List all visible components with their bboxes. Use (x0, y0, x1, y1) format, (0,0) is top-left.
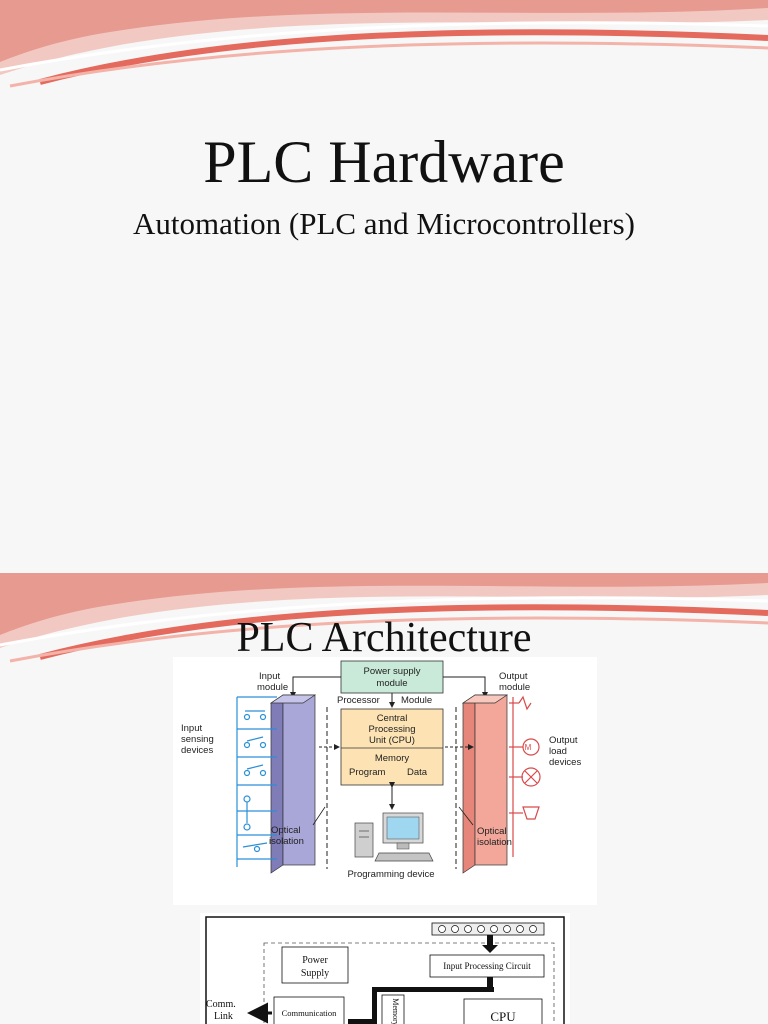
memory-text: Memory (391, 998, 400, 1024)
input-module-label: Input (259, 671, 280, 682)
memory-label: Memory (375, 753, 410, 764)
cpu-label: Processing (369, 724, 416, 735)
optical-isolation-right-label: Optical (477, 826, 507, 837)
comm-link-label: Link (214, 1011, 233, 1022)
slide-subtitle: Automation (PLC and Microcontrollers) (133, 206, 635, 241)
memory-block (381, 994, 405, 1024)
motor-label: M (525, 743, 532, 752)
output-module-label: module (499, 682, 530, 693)
data-label: Data (407, 767, 428, 778)
header-swoosh-decoration (0, 0, 768, 88)
power-supply-text: Power (302, 955, 328, 966)
communication-block (273, 996, 345, 1024)
input-devices-label: sensing (181, 734, 214, 745)
output-devices-icon (509, 695, 541, 857)
output-devices-label: load (549, 746, 567, 757)
input-module-label: module (257, 682, 288, 693)
cpu-block (463, 998, 543, 1024)
program-label: Program (349, 767, 386, 778)
communication-text: Communication (282, 1008, 338, 1018)
optical-isolation-left-label: isolation (269, 836, 304, 847)
output-module-label: Output (499, 671, 528, 682)
plc-block-diagram: Power Supply Input Processing Circuit Co… (200, 913, 570, 1024)
cpu-label: Central (377, 713, 408, 724)
header-swoosh-decoration (0, 573, 768, 663)
slide-1: PLC Hardware Automation (PLC and Microco… (0, 0, 768, 241)
slide-title: PLC Hardware (203, 129, 565, 195)
input-devices-label: Input (181, 723, 202, 734)
terminal-strip-icon (431, 922, 545, 936)
plc-architecture-diagram: Power supply module Processor Module Cen… (173, 657, 597, 905)
comm-link-label: Comm. (206, 999, 236, 1010)
slide-2: PLC Architecture Power supply module Pro… (0, 573, 768, 1024)
optical-isolation-left-label: Optical (271, 825, 301, 836)
power-supply-box (340, 660, 444, 694)
optical-isolation-right-label: isolation (477, 837, 512, 848)
processor-label: Processor (337, 695, 380, 706)
input-switches-icon (236, 696, 277, 867)
power-supply-label: module (376, 678, 407, 689)
programming-device-icon (354, 812, 434, 862)
power-supply-block (281, 946, 349, 984)
power-supply-label: Power supply (363, 666, 420, 677)
output-devices-label: devices (549, 757, 581, 768)
output-devices-label: Output (549, 735, 578, 746)
input-devices-label: devices (181, 745, 213, 756)
power-supply-text: Supply (301, 968, 329, 979)
module-label: Module (401, 695, 432, 706)
input-processing-circuit-text: Input Processing Circuit (443, 961, 531, 971)
cpu-label: Unit (CPU) (369, 735, 415, 746)
slide-title: PLC Architecture (236, 615, 532, 661)
input-module-block (269, 694, 317, 874)
cpu-text: CPU (490, 1009, 516, 1024)
output-module-block (461, 694, 509, 874)
programming-device-label: Programming device (347, 869, 434, 880)
